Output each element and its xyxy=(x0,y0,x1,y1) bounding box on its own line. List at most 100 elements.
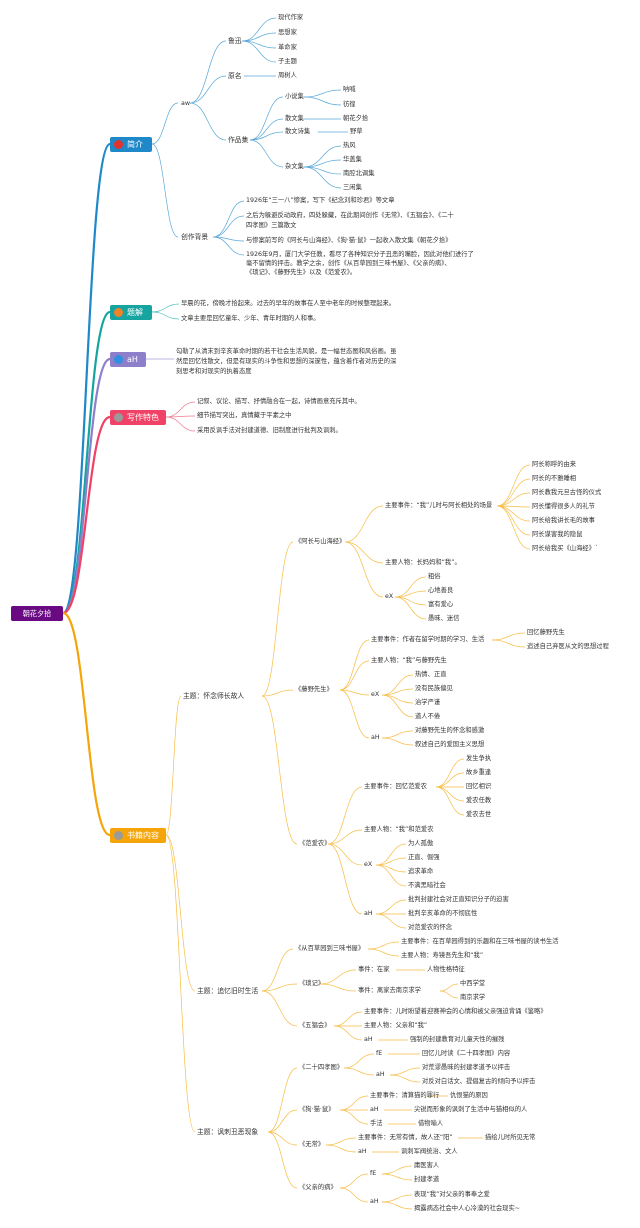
fq-tag-item: 封建孝道 xyxy=(414,1176,440,1183)
connector-line xyxy=(189,75,227,104)
connector-line xyxy=(394,576,427,598)
ty-trait: 道人不倦 xyxy=(415,713,441,720)
connector-line xyxy=(261,541,294,697)
background-node: 创作背景 xyxy=(181,233,209,241)
connector-line xyxy=(491,639,526,648)
connector-line xyxy=(344,541,384,564)
connector-line xyxy=(249,131,284,141)
connector-line xyxy=(267,1131,298,1189)
fan-trait: 正直、倔强 xyxy=(408,854,440,861)
essays-node: 杂文集 xyxy=(285,163,304,170)
connector-line xyxy=(241,40,277,63)
connector-line xyxy=(381,694,414,718)
connector-line xyxy=(319,969,357,985)
connector-line xyxy=(303,145,342,168)
connector-line xyxy=(267,1131,298,1146)
branch-title-explain[interactable]: 题解 xyxy=(110,305,152,320)
book-wuchang-hui: 《五猖会》 xyxy=(299,1022,331,1029)
connector-line xyxy=(261,695,298,845)
bc-item: 主要人物：寿镜吾先生和“我” xyxy=(401,952,484,959)
ah-person: 主要人物：长妈妈和“我”。 xyxy=(385,559,461,566)
ah-trait: 粗俗 xyxy=(428,573,441,580)
connector-line xyxy=(375,843,407,866)
fq-ah-tag: aH xyxy=(370,1198,379,1205)
branch-theme[interactable]: aH xyxy=(110,352,146,367)
connector-line xyxy=(496,478,531,507)
root-node[interactable]: 朝花夕拾 xyxy=(11,606,63,621)
connector-line xyxy=(375,913,407,929)
real-name-node: 原名 xyxy=(228,72,242,80)
branch-features[interactable]: 写作特色 xyxy=(110,410,166,425)
ty-event-item: 回忆藤野先生 xyxy=(527,629,565,636)
luxun-item: 思想家 xyxy=(278,29,297,36)
connector-line xyxy=(327,843,363,915)
connector-line xyxy=(303,166,342,189)
red-circle-icon xyxy=(114,140,123,149)
es-tag: fE xyxy=(376,1050,383,1057)
connector-line xyxy=(151,311,180,320)
es-ah-item: 对反对白话文、提倡复古的倾向予以抨击 xyxy=(422,1078,536,1085)
ah-trait: 富有爱心 xyxy=(428,601,454,608)
ah-event-item: 阿长教我元旦古怪的仪式 xyxy=(532,489,602,496)
gray-circle-icon xyxy=(114,831,123,840)
connector-line xyxy=(62,357,111,615)
connector-line xyxy=(241,32,277,42)
theme-line: 然是回忆性散文，但是有现实的斗争性和思想的深邃性，蕴含着作者对历史的深 xyxy=(176,358,397,365)
connector-line xyxy=(327,843,363,866)
wuc-ah-tag: aH xyxy=(358,1148,367,1155)
book-baicao: 《从百草园到三味书屋》 xyxy=(295,945,365,952)
root-label: 朝花夕拾 xyxy=(22,608,52,618)
branch-content[interactable]: 书籍内容 xyxy=(110,828,166,843)
connector-line xyxy=(333,1025,363,1041)
connector-line xyxy=(151,143,179,238)
feature-line: 采用反讽手法对封建道德、旧制度进行批判及讽刺。 xyxy=(197,427,342,434)
ah-trait: 心地善良 xyxy=(428,587,454,594)
es-ah-tag: aH xyxy=(376,1071,385,1078)
ah-event-item: 阿长称呼的由来 xyxy=(532,461,577,468)
connector-line xyxy=(435,786,465,816)
background-line: 1926年9月，厦门大学任教，看尽了各种知识分子丑恶的嘴脸，因此对他们进行了 xyxy=(246,251,474,258)
fq-tag: fE xyxy=(370,1170,377,1177)
connector-line xyxy=(339,660,370,691)
connector-line xyxy=(333,1011,363,1027)
connector-line xyxy=(261,689,294,697)
background-line: 《琐记》、《藤野先生》以及《范爱农》。 xyxy=(246,269,357,276)
fan-event-item: 爱农去世 xyxy=(466,811,492,818)
background-line: 与惨案前写的《阿长与山海经》、《狗·猫·鼠》一起收入散文集《朝花夕拾》 xyxy=(246,237,452,244)
fq-ah-item: 表现“我”对父亲的事奉之爱 xyxy=(414,1191,490,1198)
ty-theme: 叙述自己的爱国主义思想 xyxy=(415,741,485,748)
book-tengye: 《藤野先生》 xyxy=(295,686,333,693)
connector-line xyxy=(165,834,196,992)
connector-line xyxy=(339,689,370,696)
essay-item: 华盖集 xyxy=(343,156,362,163)
wc-ah-tag: aH xyxy=(364,1036,373,1043)
connector-line xyxy=(249,139,284,168)
connector-line xyxy=(491,632,526,641)
connector-line xyxy=(303,89,342,98)
background-line: 1926年“三一八”惨案，写下《纪念刘和珍君》等文章 xyxy=(246,197,395,204)
connector-line xyxy=(389,1074,421,1083)
connector-line xyxy=(439,983,459,992)
connector-line xyxy=(435,758,465,788)
connector-line xyxy=(339,639,370,691)
works-node: 作品集 xyxy=(228,136,249,144)
connector-line xyxy=(151,102,179,145)
branch-brief[interactable]: 简介 xyxy=(110,137,152,152)
connector-line xyxy=(267,1109,298,1133)
connector-line xyxy=(212,236,245,256)
connector-line xyxy=(261,983,298,992)
ah-event-item: 阿长给我买《山海经》` xyxy=(532,545,599,552)
essay-item: 热风 xyxy=(343,142,356,149)
connector-line xyxy=(319,983,357,992)
connector-line xyxy=(381,694,414,704)
book-wuchang: 《无常》 xyxy=(299,1141,325,1148)
connector-line xyxy=(381,674,414,696)
connector-line xyxy=(339,1109,369,1125)
real-name-value: 周树人 xyxy=(278,72,297,79)
es-ah-item: 对荒谬愚昧的封建孝道予以抨击 xyxy=(422,1064,511,1071)
connector-line xyxy=(212,200,245,238)
fan-event-item: 故乡重逢 xyxy=(466,769,492,776)
sj-event1: 事件：在家 xyxy=(358,966,390,973)
connector-line xyxy=(165,401,196,418)
